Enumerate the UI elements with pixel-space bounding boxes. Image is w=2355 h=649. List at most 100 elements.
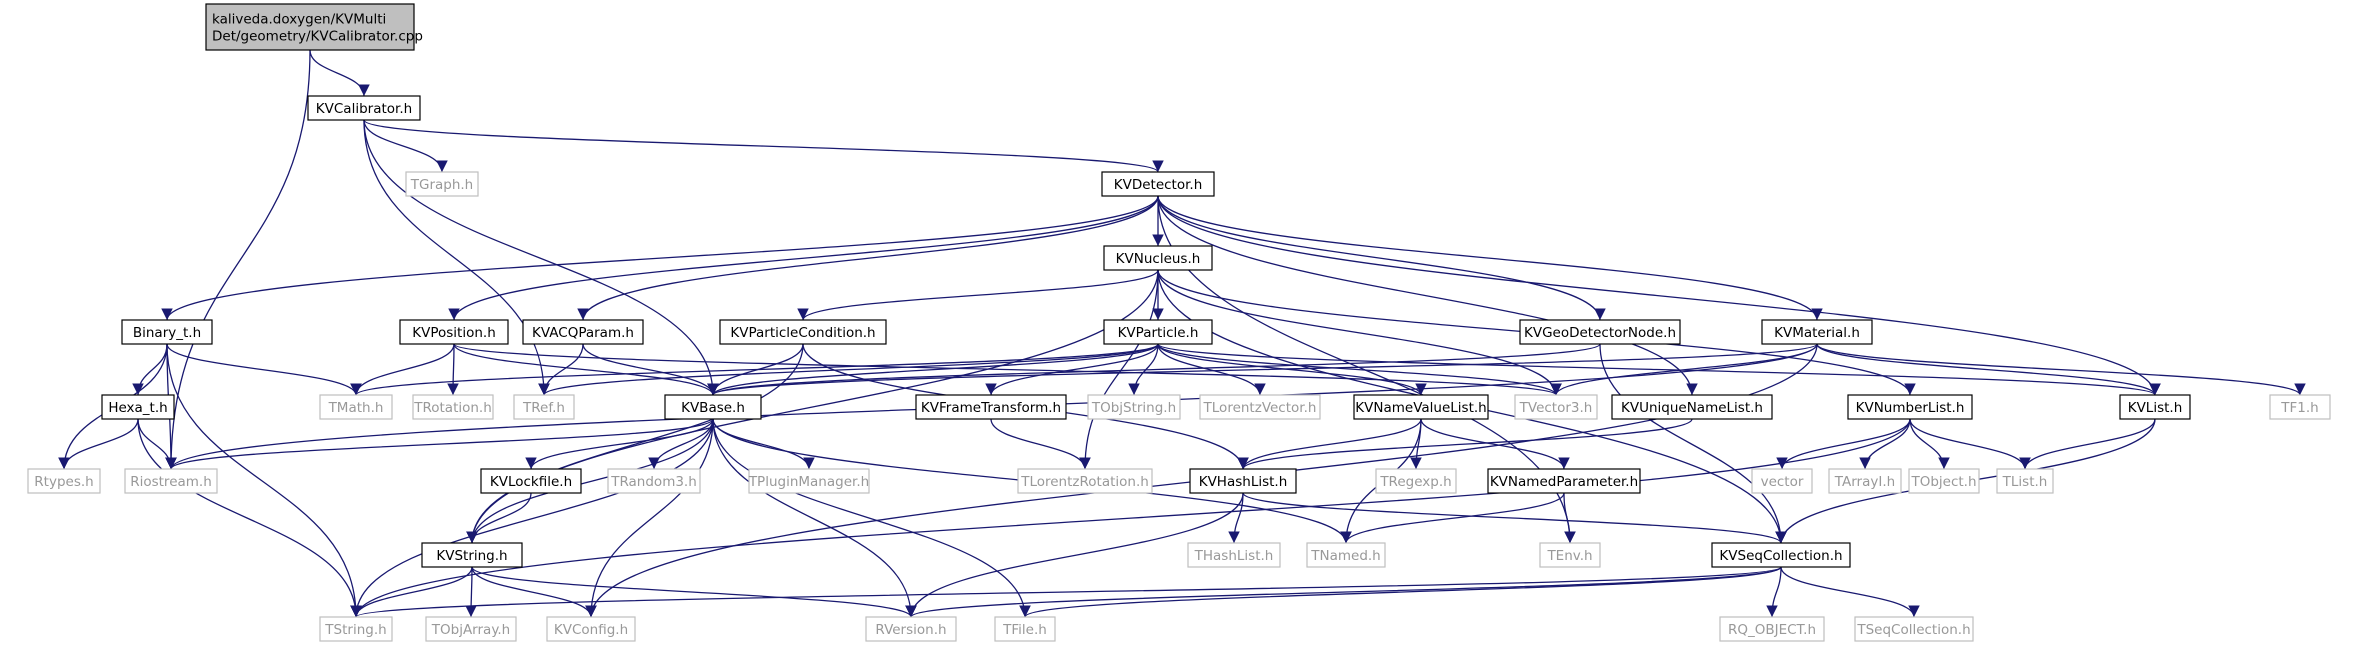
node-kvparticle[interactable]: KVParticle.h: [1103, 319, 1213, 345]
node-tobject: TObject.h: [1908, 468, 1980, 494]
node-tenv: TEnv.h: [1539, 542, 1601, 568]
node-tlorentzrotation: TLorentzRotation.h: [1017, 468, 1153, 494]
node-hexa-t[interactable]: Hexa_t.h: [101, 394, 175, 420]
node-tobjstring: TObjString.h: [1087, 394, 1181, 420]
dependency-edge: [58, 418, 139, 470]
node-label: TGraph.h: [410, 177, 474, 193]
node-riostream: Riostream.h: [124, 468, 218, 494]
dependency-edge: [648, 418, 714, 470]
dependency-edge: [538, 343, 1159, 396]
node-kvposition[interactable]: KVPosition.h: [399, 319, 509, 345]
node-kvhashlist[interactable]: KVHashList.h: [1189, 468, 1297, 494]
node-label: KVNucleus.h: [1116, 251, 1201, 267]
node-label: TRegexp.h: [1379, 474, 1451, 490]
node-kvparticlecondition[interactable]: KVParticleCondition.h: [719, 319, 887, 345]
node-kvbase[interactable]: KVBase.h: [664, 394, 762, 420]
dependency-edge: [350, 343, 455, 396]
dependency-edge: [1079, 269, 1159, 470]
dependency-edge: [707, 343, 1601, 396]
node-kvnumberlist[interactable]: KVNumberList.h: [1847, 394, 1973, 420]
dependency-edge: [165, 418, 714, 470]
node-kvnamedparameter[interactable]: KVNamedParameter.h: [1487, 468, 1641, 494]
dependency-edge: [471, 566, 597, 618]
node-label: KVBase.h: [681, 400, 745, 416]
node-kvcalibrator[interactable]: KVCalibrator.h: [307, 95, 421, 121]
node-rq-object: RQ_OBJECT.h: [1719, 616, 1825, 642]
node-root[interactable]: kaliveda.doxygen/KVMultiDet/geometry/KVC…: [205, 3, 423, 51]
node-label: Det/geometry/KVCalibrator.cpp: [212, 29, 423, 45]
node-label: KVLockfile.h: [490, 474, 572, 490]
dependency-edge: [985, 343, 1159, 396]
node-label: TLorentzRotation.h: [1020, 474, 1149, 490]
node-label: KVNamedParameter.h: [1490, 474, 1638, 490]
node-kvseqcollection[interactable]: KVSeqCollection.h: [1711, 542, 1851, 568]
dependency-edge: [1909, 418, 1950, 470]
node-label: KVNumberList.h: [1856, 400, 1965, 416]
node-tlist: TList.h: [1996, 468, 2054, 494]
dependency-edge: [1859, 418, 1911, 470]
node-kvacqparam[interactable]: KVACQParam.h: [522, 319, 644, 345]
node-label: KVUniqueNameList.h: [1621, 400, 1763, 416]
node-label: TLorentzVector.h: [1203, 400, 1317, 416]
node-label: RQ_OBJECT.h: [1728, 622, 1816, 638]
node-label: Binary_t.h: [133, 325, 201, 341]
dependency-edge: [1237, 418, 1422, 470]
node-label: TObjArray.h: [431, 622, 510, 638]
dependency-edge: [161, 195, 1159, 321]
dependency-edge: [2019, 418, 2156, 470]
dependency-edge: [1599, 343, 1787, 544]
dependency-edge: [1816, 343, 2306, 396]
node-kvgeodetectornode[interactable]: KVGeoDetectorNode.h: [1519, 319, 1681, 345]
dependency-edge: [1157, 343, 1266, 396]
node-tarrayi: TArrayI.h: [1828, 468, 1902, 494]
node-kvnucleus[interactable]: KVNucleus.h: [1103, 245, 1213, 271]
node-kvlockfile[interactable]: KVLockfile.h: [480, 468, 582, 494]
node-label: KVHashList.h: [1199, 474, 1288, 490]
node-kvnamevaluelist[interactable]: KVNameValueList.h: [1353, 394, 1489, 420]
node-kvmaterial[interactable]: KVMaterial.h: [1761, 319, 1873, 345]
node-label: KVFrameTransform.h: [921, 400, 1061, 416]
node-label: TObjString.h: [1091, 400, 1176, 416]
dependency-edge: [1157, 195, 1606, 321]
node-binary-t[interactable]: Binary_t.h: [121, 319, 213, 345]
node-label: RVersion.h: [875, 622, 946, 638]
dependency-edge: [165, 49, 311, 470]
node-rtypes: Rtypes.h: [27, 468, 101, 494]
node-label: KVPosition.h: [412, 325, 496, 341]
node-label: KVConfig.h: [554, 622, 628, 638]
node-tf1: TF1.h: [2269, 394, 2331, 420]
dependency-edge: [166, 343, 362, 618]
node-kvdetector[interactable]: KVDetector.h: [1101, 171, 1215, 197]
dependency-edge: [466, 418, 714, 544]
node-label: TFile.h: [1002, 622, 1047, 638]
node-label: TObject.h: [1910, 474, 1976, 490]
node-label: KVParticleCondition.h: [730, 325, 875, 341]
dependency-edge: [453, 343, 719, 396]
node-thashlist: THashList.h: [1187, 542, 1281, 568]
node-kvstring[interactable]: KVString.h: [421, 542, 523, 568]
dependency-edge: [1340, 492, 1565, 544]
node-tstring: TString.h: [319, 616, 393, 642]
node-label: Rtypes.h: [34, 474, 93, 490]
node-tlorentzvector: TLorentzVector.h: [1199, 394, 1321, 420]
node-label: TMath.h: [328, 400, 384, 416]
node-kvframetransform[interactable]: KVFrameTransform.h: [915, 394, 1067, 420]
dependency-edge: [905, 566, 1782, 618]
node-kvlist[interactable]: KVList.h: [2119, 394, 2191, 420]
node-label: KVCalibrator.h: [316, 101, 412, 117]
dependency-edge: [712, 418, 917, 618]
node-kvuniquenamelist[interactable]: KVUniqueNameList.h: [1611, 394, 1773, 420]
dependency-edge: [1766, 566, 1782, 618]
dependency-edge: [1157, 195, 2161, 396]
node-kvconfig: KVConfig.h: [546, 616, 636, 642]
node-tmath: TMath.h: [319, 394, 393, 420]
node-label: KVGeoDetectorNode.h: [1524, 325, 1676, 341]
dependency-edge: [1242, 492, 1787, 544]
node-tnamed: TNamed.h: [1306, 542, 1386, 568]
node-label: TRef.h: [522, 400, 565, 416]
dependency-edge: [1157, 269, 1562, 396]
dependency-edge: [585, 418, 714, 618]
dependency-edge: [448, 195, 1159, 321]
dependency-edge: [797, 269, 1159, 321]
node-label: TRotation.h: [413, 400, 492, 416]
